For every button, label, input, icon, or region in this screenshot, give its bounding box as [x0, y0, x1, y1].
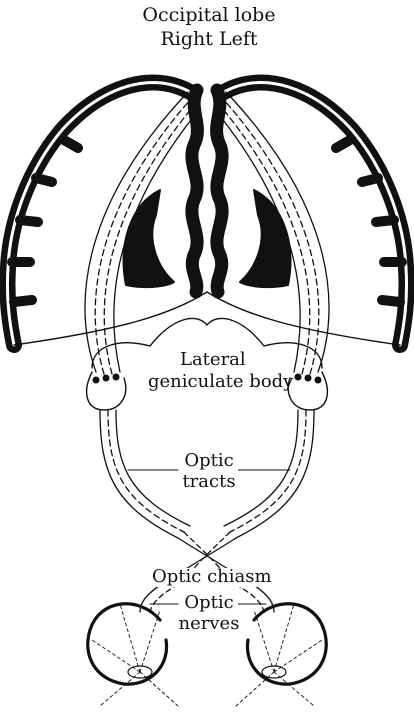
nerves-label-line2: nerves: [176, 615, 242, 634]
left-lateral-geniculate-body: [288, 372, 327, 410]
lgb-label-line1: Lateral: [178, 351, 240, 370]
nerves-label-line1: Optic: [180, 594, 238, 613]
right-medial-cortex: [192, 90, 198, 292]
right-eye: [88, 604, 178, 706]
left-lateral-ventricle: [240, 190, 290, 287]
tracts-label-line2: tracts: [180, 473, 238, 492]
right-optic-tract: [100, 410, 190, 538]
left-eye: [236, 604, 326, 706]
left-occipital-cortex: [224, 83, 407, 345]
occipital-lobe-label: Occipital lobe: [107, 6, 311, 26]
optic-chiasm-label: Optic chiasm: [150, 568, 268, 587]
tracts-label-line1: Optic: [180, 452, 238, 471]
lgb-label-line2: geniculate body: [146, 373, 272, 392]
right-lateral-ventricle: [124, 190, 174, 287]
section-outline: [14, 292, 400, 345]
right-occipital-cortex: [7, 83, 190, 345]
right-lateral-geniculate-body: [87, 372, 126, 410]
right-left-label: Right Left: [107, 30, 311, 50]
left-medial-cortex: [217, 90, 223, 292]
